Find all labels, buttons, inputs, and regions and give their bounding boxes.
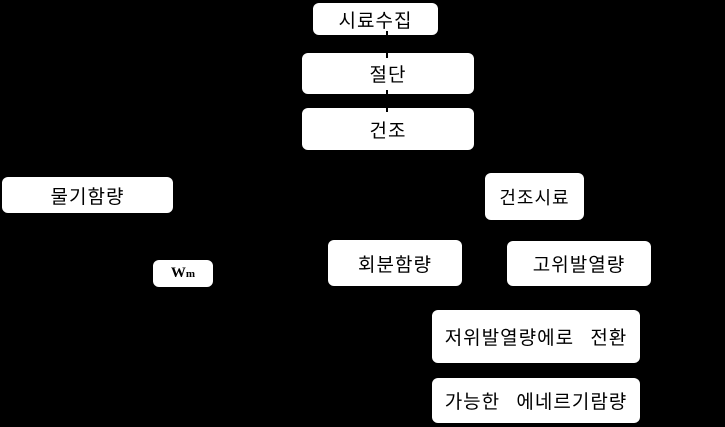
node-drying-label: 건조 [369, 120, 407, 142]
node-lower-heating-value-conversion-label: 저위발열량에로 전환 [444, 328, 628, 349]
node-higher-heating-value-label: 고위발열량 [532, 255, 626, 276]
node-ash-content-label: 회분함량 [358, 254, 432, 276]
node-cutting: 절단 [302, 53, 474, 94]
node-dried-sample: 건조시료 [485, 173, 584, 220]
node-ash-content: 회분함량 [328, 240, 462, 286]
node-drying: 건조 [302, 108, 474, 150]
wm-symbol-subscript: m [185, 267, 196, 280]
node-sample-collection: 시료수집 [313, 3, 438, 35]
connector-line-sample-to-cutting [386, 31, 388, 58]
node-dried-sample-label: 건조시료 [499, 187, 570, 208]
node-cutting-label: 절단 [369, 65, 407, 86]
node-sample-collection-label: 시료수집 [338, 10, 413, 32]
wm-symbol-base: W [170, 265, 186, 281]
node-higher-heating-value: 고위발열량 [507, 241, 651, 286]
node-lower-heating-value-conversion: 저위발열량에로 전환 [432, 310, 640, 363]
node-moisture-content: 물기함량 [2, 177, 173, 213]
node-available-energy: 가능한 에네르기람량 [432, 378, 640, 423]
node-available-energy-label: 가능한 에네르기람량 [444, 392, 628, 413]
node-moisture-content-label: 물기함량 [50, 186, 125, 208]
connector-line-cutting-to-drying [386, 90, 388, 112]
